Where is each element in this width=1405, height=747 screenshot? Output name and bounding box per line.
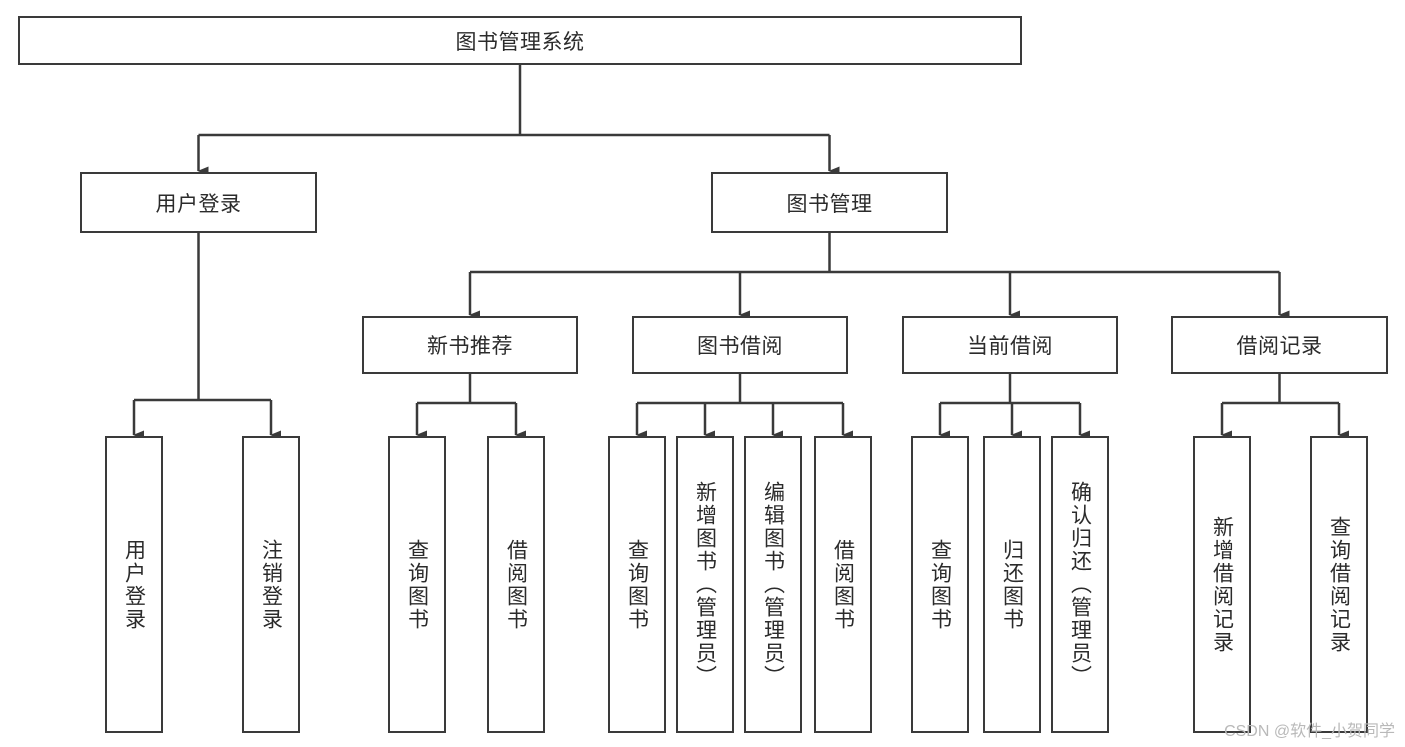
node-label: 新增借阅记录 <box>1210 515 1234 654</box>
node-label: 新增图书（管理员） <box>693 481 717 688</box>
node-r_add[interactable]: 新增借阅记录 <box>1193 436 1251 733</box>
node-l_logout[interactable]: 注销登录 <box>242 436 300 733</box>
edge-group <box>132 65 1349 440</box>
node-c_return[interactable]: 归还图书 <box>983 436 1041 733</box>
node-label: 查询借阅记录 <box>1327 515 1351 654</box>
node-l_login[interactable]: 用户登录 <box>105 436 163 733</box>
node-label: 归还图书 <box>1000 538 1024 631</box>
node-n_query[interactable]: 查询图书 <box>388 436 446 733</box>
node-b_lend[interactable]: 借阅图书 <box>814 436 872 733</box>
node-r_query[interactable]: 查询借阅记录 <box>1310 436 1368 733</box>
node-label: 查询图书 <box>928 538 952 631</box>
node-label: 注销登录 <box>259 538 283 631</box>
node-label: 用户登录 <box>155 192 242 216</box>
node-label: 编辑图书（管理员） <box>761 481 785 688</box>
node-c_confirm[interactable]: 确认归还（管理员） <box>1051 436 1109 733</box>
node-label: 借阅图书 <box>831 538 855 631</box>
node-records[interactable]: 借阅记录 <box>1171 316 1388 374</box>
node-label: 查询图书 <box>405 538 429 631</box>
node-label: 新书推荐 <box>427 335 513 358</box>
node-label: 当前借阅 <box>967 335 1053 358</box>
node-c_query[interactable]: 查询图书 <box>911 436 969 733</box>
node-b_edit[interactable]: 编辑图书（管理员） <box>744 436 802 733</box>
node-label: 查询图书 <box>625 538 649 631</box>
node-label: 图书管理 <box>786 192 873 216</box>
node-b_add[interactable]: 新增图书（管理员） <box>676 436 734 733</box>
node-borrow[interactable]: 图书借阅 <box>632 316 848 374</box>
watermark-text: CSDN @软件_小贺同学 <box>1224 723 1395 740</box>
node-label: 用户登录 <box>122 538 146 631</box>
node-label: 借阅图书 <box>504 538 528 631</box>
node-label: 图书借阅 <box>697 335 783 358</box>
node-label: 确认归还（管理员） <box>1068 481 1092 688</box>
node-root[interactable]: 图书管理系统 <box>18 16 1022 65</box>
node-label: 图书管理系统 <box>455 30 585 54</box>
node-label: 借阅记录 <box>1236 335 1323 358</box>
node-newrec[interactable]: 新书推荐 <box>362 316 578 374</box>
node-n_borrow[interactable]: 借阅图书 <box>487 436 545 733</box>
node-bookmgmt[interactable]: 图书管理 <box>711 172 948 233</box>
node-login[interactable]: 用户登录 <box>80 172 317 233</box>
node-current[interactable]: 当前借阅 <box>902 316 1118 374</box>
node-b_query[interactable]: 查询图书 <box>608 436 666 733</box>
